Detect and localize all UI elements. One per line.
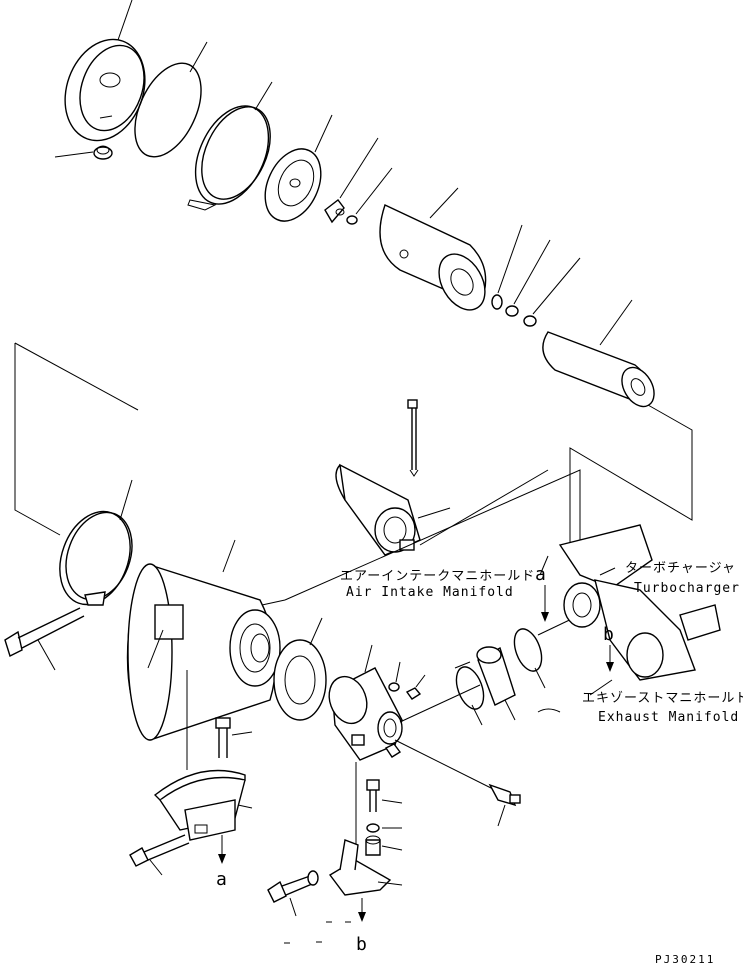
leader-stay-bracket-bolt [289,897,297,917]
cover-cap [64,38,146,142]
assembly-guide-left-vertical [14,343,61,536]
leader-clamp-band [254,81,273,111]
elbow-to-hose-line [399,684,481,723]
air-cleaner-body [126,563,286,741]
stay-bracket [328,839,392,896]
turbocharger [558,524,721,681]
leader-elbow [417,507,451,519]
wing-nut [324,199,345,224]
intake-manifold-label-jp: エアーインテークマニホールド [340,569,535,584]
leader-bracket-bolt-side [149,859,163,876]
leader-stay-bracket [377,881,403,886]
leader-inner-filter [599,299,633,346]
hose-clamp-1 [454,661,485,710]
arrows-to-turbo [541,585,614,672]
leader-stay-collar [381,845,403,851]
leader-saddle [237,804,253,809]
stay-bracket-bolt [267,870,319,903]
exhaust-manifold-label-jp: エキゾーストマニホールド [582,691,743,706]
hose-clamp-2 [513,628,543,672]
intake-elbow [335,463,421,556]
callout-a-bottom: a [216,869,227,890]
callout-b-turbo: b [603,624,614,645]
small-cap [93,145,113,160]
leader-outer-filter [429,187,459,219]
o-ring [134,62,202,158]
washer [346,215,358,225]
leader-o-ring [189,41,208,73]
leader-wing-nut [339,137,379,199]
saddle-bracket [153,769,246,841]
bracket-bolt-side [129,834,190,867]
assembly-guide-right [569,404,693,545]
intake-manifold-label-en: Air Intake Manifold [346,585,514,600]
sensor-lead [394,739,496,791]
callout-b-bottom: b [356,934,367,955]
outlet-elbow [328,667,403,761]
leader-outlet-elbow [364,644,373,673]
leader-body [222,539,236,573]
squiggle-mark [537,708,561,713]
arrow-b-down [358,898,366,922]
assembly-guide-left [14,342,139,411]
leader-stay-bolt [381,799,403,804]
exhaust-manifold-label-en: Exhaust Manifold [598,710,739,725]
leader-snap-ring [497,224,523,294]
leader-intake-label [539,555,549,576]
leader-baffle [314,114,333,153]
filter-small-parts [491,294,537,327]
turbocharger-label-en: Turbocharger [634,581,740,596]
long-bolt [407,399,419,477]
flange-gasket [273,639,327,721]
stay-bolt [365,779,381,856]
turbocharger-label-jp: ターボチャージャ [625,561,736,576]
leader-hose-band [119,479,133,521]
inner-filter-element [542,331,655,408]
leader-exhaust-label [589,679,613,696]
arrow-a-down [218,835,226,864]
sensor [488,783,521,807]
leader-hose-clamp-2 [534,667,546,689]
leader-rubber-hose [504,699,516,721]
elbow-nut-washer [384,682,422,758]
leader-washer [355,167,393,215]
leader-hose-clamp-1 [471,704,483,726]
bracket-bolt-top [215,717,231,758]
leader-gasket [309,617,323,646]
leader-band-bolt [37,639,56,671]
leader-cover [117,0,133,41]
leader-turbo-label [599,567,616,576]
leader-sensor [497,804,506,827]
leader-nut [513,239,551,305]
rubber-hose [476,646,516,706]
baffle-disc [264,148,322,222]
leader-small-cap [54,151,94,158]
clamp-band [187,105,271,211]
hose-band-left [59,510,133,606]
drawing-code: PJ30211 [655,953,715,966]
leader-label-plate [147,629,164,669]
leader-seal [532,257,581,315]
intake-link-line [284,469,581,601]
leader-nut-2 [415,674,426,688]
leader-bracket-bolt-top [231,731,253,736]
outer-filter-element [379,204,487,311]
intake-link-line-2 [419,469,549,546]
callout-a-turbo: a [535,564,546,585]
band-bolt [4,607,85,657]
leader-washer-2 [395,661,401,683]
